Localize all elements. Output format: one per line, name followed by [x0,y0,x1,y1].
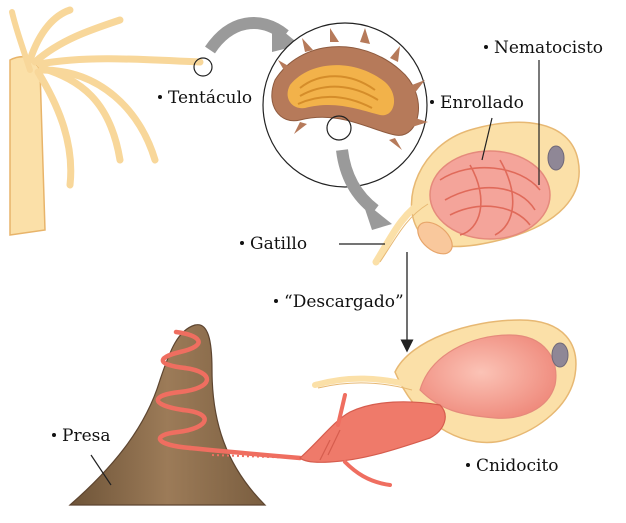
label-tentaculo: Tentáculo [158,90,252,107]
hydra-body [10,10,200,235]
label-presa-text: Presa [62,426,111,446]
label-tentaculo-text: Tentáculo [168,88,252,108]
prey-shape [70,325,265,505]
label-enrollado: Enrollado [430,95,524,112]
label-enrollado-text: Enrollado [440,93,524,113]
label-cnidocito-text: Cnidocito [476,456,559,476]
label-descargado: “Descargado” [274,294,404,311]
label-gatillo-text: Gatillo [250,234,307,254]
label-cnidocito: Cnidocito [466,458,559,475]
label-nematocisto: Nematocisto [484,40,603,57]
label-nematocisto-text: Nematocisto [494,38,603,58]
label-presa: Presa [52,428,111,445]
label-gatillo: Gatillo [240,236,307,253]
label-descargado-text: “Descargado” [284,292,404,312]
